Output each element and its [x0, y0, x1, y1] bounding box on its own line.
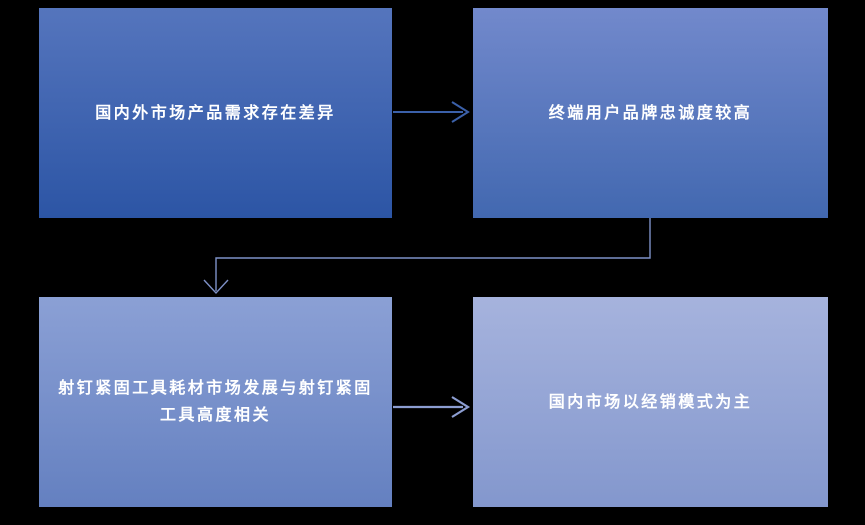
node-label: 终端用户品牌忠诚度较高: [548, 104, 753, 122]
flow-node-top-right: 终端用户品牌忠诚度较高: [473, 8, 828, 218]
connector-line: [215, 218, 651, 291]
node-label: 国内外市场产品需求存在差异: [95, 104, 336, 122]
node-label: 工具高度相关: [159, 407, 271, 424]
node-label: 国内市场以经销模式为主: [548, 393, 753, 411]
node-label: 射钉紧固工具耗材市场发展与射钉紧固: [58, 380, 373, 397]
arrowhead-right-icon: [451, 396, 471, 418]
arrowhead-right-icon: [451, 101, 470, 123]
flow-node-bottom-left: 射钉紧固工具耗材市场发展与射钉紧固 工具高度相关: [39, 297, 392, 507]
flow-node-bottom-right: 国内市场以经销模式为主: [473, 297, 828, 507]
flow-node-top-left: 国内外市场产品需求存在差异: [39, 8, 392, 218]
connector-arrow-right-top: [393, 101, 470, 123]
connector-arrow-right-bottom: [393, 396, 471, 418]
arrowhead-down-icon: [203, 279, 229, 295]
connector-elbow-down: [203, 218, 651, 295]
